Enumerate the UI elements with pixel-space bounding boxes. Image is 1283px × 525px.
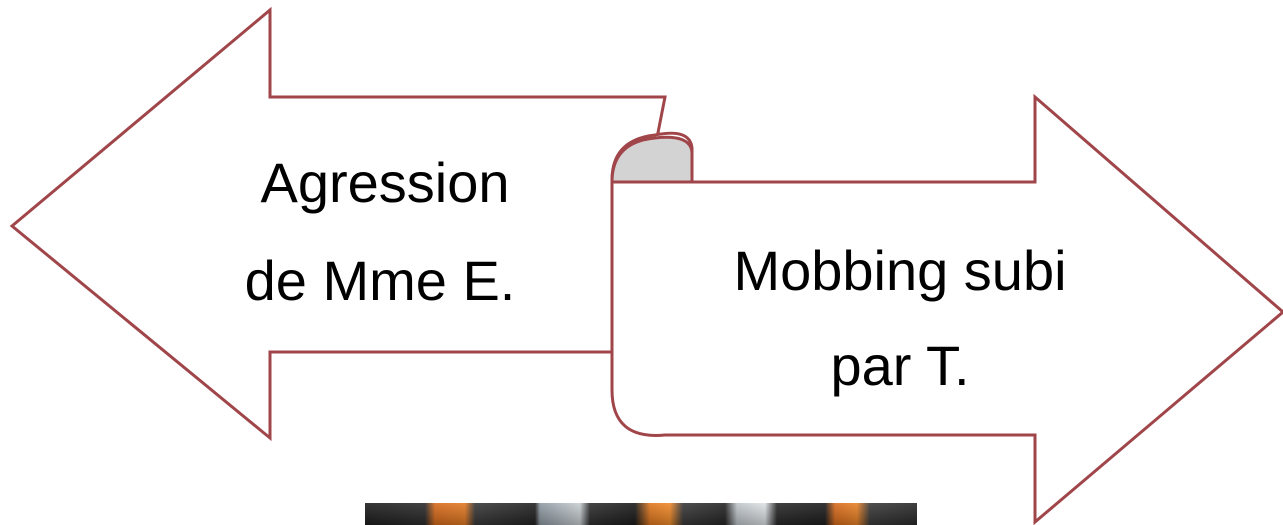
right-arrow-shape <box>610 93 1283 525</box>
scroll-fold-shape <box>610 135 694 184</box>
cropped-photo <box>365 503 917 525</box>
left-arrow-label-line-1: Agression <box>260 151 509 214</box>
right-arrow-label-line-1: Mobbing subi <box>733 239 1066 302</box>
right-arrow-label-line-2: par T. <box>830 334 969 397</box>
left-arrow-shape <box>9 6 667 442</box>
left-arrow-label-line-2: de Mme E. <box>245 249 516 312</box>
